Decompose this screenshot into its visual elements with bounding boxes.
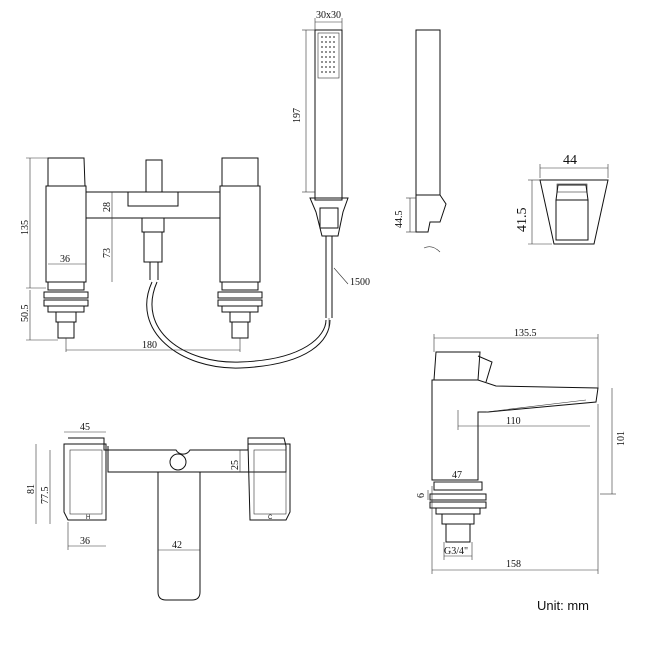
holder-side-view: 44.5 [394, 29, 447, 253]
side-thread-dimension: G3/4" [444, 546, 468, 557]
side-overall-dimension: 158 [506, 559, 521, 570]
pillar-width-dimension: 36 [60, 254, 70, 265]
plan-spout-width-dimension: 42 [172, 540, 182, 551]
holder-top-view: 44 41.5 [515, 153, 609, 245]
handset-head-dimension: 30x30 [316, 10, 341, 21]
holder-height-dimension: 44.5 [394, 211, 405, 229]
plan-outer-depth-dimension: 81 [26, 484, 37, 494]
base-height-dimension: 73 [102, 248, 113, 258]
unit-label: Unit: mm [537, 598, 589, 613]
side-elevation: 135.5 110 101 47 6 G3/4" 158 [416, 328, 627, 574]
holder-top-height-dimension: 41.5 [515, 208, 530, 233]
plan-inner-depth-dimension: 77.5 [40, 487, 51, 505]
plan-offset-dimension: 25 [230, 460, 241, 470]
handset-view: 30x30 197 1500 [292, 10, 370, 328]
side-height-dimension: 101 [616, 431, 627, 446]
front-height-dimension: 135 [20, 220, 31, 235]
side-length-dimension: 135.5 [514, 328, 537, 339]
holder-top-width-dimension: 44 [563, 153, 577, 168]
hot-indicator: H [86, 515, 90, 521]
side-deck-dimension: 6 [416, 493, 427, 498]
handset-length-dimension: 197 [292, 108, 303, 123]
plan-lever-width-dimension: 36 [80, 536, 90, 547]
cold-indicator: C [268, 515, 273, 521]
side-reach-dimension: 110 [506, 416, 521, 427]
plan-width-dimension: 45 [80, 422, 90, 433]
hose-length-dimension: 1500 [350, 277, 370, 288]
front-elevation: 135 28 73 36 50.5 180 [20, 157, 331, 369]
side-body-dimension: 47 [452, 470, 462, 481]
plan-view: H C 45 81 77.5 36 42 25 [26, 422, 291, 601]
nut-height-dimension: 50.5 [20, 305, 31, 323]
centres-dimension: 180 [142, 340, 157, 351]
spray-holes-pattern [321, 36, 335, 73]
bridge-height-dimension: 28 [102, 202, 113, 212]
